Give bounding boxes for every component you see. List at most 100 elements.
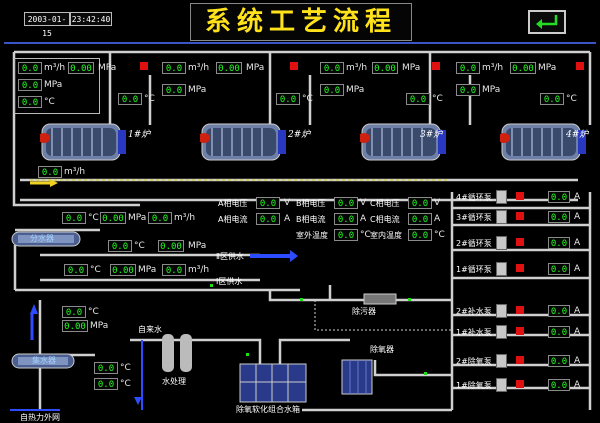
outdoor-temp: 0.0 bbox=[334, 229, 358, 241]
pump-2m-label: 2#补水泵 bbox=[456, 307, 492, 316]
boiler-1-label: 1#炉 bbox=[128, 130, 151, 140]
pump-2m-alarm[interactable] bbox=[516, 306, 524, 314]
pump-1c-alarm[interactable] bbox=[516, 264, 524, 272]
return-press: 0.00 bbox=[62, 320, 88, 332]
tank-icon bbox=[239, 363, 307, 403]
collector-label: 集水器 bbox=[32, 356, 56, 365]
pump-2c-current: 0.0 bbox=[548, 237, 570, 249]
pump-3c-current: 0.0 bbox=[548, 211, 570, 223]
dirt-remover-icon bbox=[363, 293, 397, 305]
boiler-1-flow: 0.0 bbox=[18, 62, 42, 74]
pump-2c-icon[interactable] bbox=[496, 236, 507, 250]
boiler-3-temp1-unit: MPa bbox=[346, 85, 365, 95]
return-temp-unit: °C bbox=[88, 307, 99, 317]
boiler-1-flow-unit: m³/h bbox=[44, 63, 66, 73]
boiler-4-temp2: 0.0 bbox=[540, 93, 564, 105]
main-press-unit: MPa bbox=[128, 213, 147, 223]
pump-1m-current: 0.0 bbox=[548, 326, 570, 338]
header-divider bbox=[4, 42, 596, 44]
outdoor-temp-unit: °C bbox=[360, 230, 371, 240]
pump-2d-icon[interactable] bbox=[496, 354, 507, 368]
a-phase-voltage: 0.0 bbox=[256, 197, 280, 209]
zone2-press-unit: MPa bbox=[188, 241, 207, 251]
a-phase-current: 0.0 bbox=[256, 213, 280, 225]
water-in-label: 自来水 bbox=[138, 325, 162, 334]
boiler-2-temp1-unit: MPa bbox=[188, 85, 207, 95]
pump-4c-icon[interactable] bbox=[496, 190, 507, 204]
boiler-3-temp2-unit: °C bbox=[432, 94, 443, 104]
deaerator-icon bbox=[341, 359, 373, 395]
boiler-1-press: 0.00 bbox=[68, 62, 94, 74]
boiler-2-alarm[interactable] bbox=[290, 62, 298, 70]
dirt-remover-label: 除污器 bbox=[352, 307, 376, 316]
pump-1m-unit: A bbox=[574, 327, 581, 337]
back-arrow-icon bbox=[536, 15, 558, 29]
boiler-2-temp2: 0.0 bbox=[276, 93, 300, 105]
pump-1d-alarm[interactable] bbox=[516, 380, 524, 388]
pump-3c-alarm[interactable] bbox=[516, 212, 524, 220]
return-press-unit: MPa bbox=[90, 321, 109, 331]
pump-4c-alarm[interactable] bbox=[516, 192, 524, 200]
main-flow-unit: m³/h bbox=[174, 213, 196, 223]
b-phase-current: 0.0 bbox=[334, 213, 358, 225]
pump-1c-label: 1#循环泵 bbox=[456, 265, 492, 274]
pump-1m-icon[interactable] bbox=[496, 325, 507, 339]
pump-2d-alarm[interactable] bbox=[516, 356, 524, 364]
self-power-label: 自热力外网 bbox=[20, 413, 60, 422]
pump-3c-unit: A bbox=[574, 212, 581, 222]
outdoor-temp-label: 室外温度 bbox=[296, 231, 328, 240]
pump-2m-icon[interactable] bbox=[496, 304, 507, 318]
deaerator-label: 除氧器 bbox=[370, 345, 394, 354]
pump-1m-alarm[interactable] bbox=[516, 327, 524, 335]
boiler-4-alarm[interactable] bbox=[576, 62, 584, 70]
boiler-1-flow-bottom-unit: m³/h bbox=[64, 167, 86, 177]
pump-4c-unit: A bbox=[574, 192, 581, 202]
boiler-1-alarm[interactable] bbox=[140, 62, 148, 70]
c-phase-voltage-label: C相电压 bbox=[370, 199, 400, 208]
boiler-2-temp2-unit: °C bbox=[302, 94, 313, 104]
pump-2c-label: 2#循环泵 bbox=[456, 239, 492, 248]
water-treatment-icon bbox=[162, 334, 192, 372]
zone1-press: 0.00 bbox=[110, 264, 136, 276]
zone2-temp-unit: °C bbox=[134, 241, 145, 251]
zone2-temp: 0.0 bbox=[108, 240, 132, 252]
valve-dot bbox=[210, 284, 213, 287]
pump-1d-unit: A bbox=[574, 380, 581, 390]
boiler-2-press-unit: MPa bbox=[246, 63, 265, 73]
makeup-temp-unit: °C bbox=[120, 363, 131, 373]
boiler-4-flow-unit: m³/h bbox=[482, 63, 504, 73]
tank-label: 除氧软化组合水箱 bbox=[236, 405, 300, 414]
pump-2d-label: 2#除氧泵 bbox=[456, 357, 492, 366]
a-phase-voltage-unit: V bbox=[284, 198, 291, 208]
boiler-3-temp1: 0.0 bbox=[320, 84, 344, 96]
boiler-2-press: 0.00 bbox=[216, 62, 242, 74]
boiler-4-flow: 0.0 bbox=[456, 62, 480, 74]
c-phase-current-label: C相电流 bbox=[370, 215, 400, 224]
back-button[interactable] bbox=[528, 10, 566, 34]
boiler-1-temp2: 0.0 bbox=[18, 96, 42, 108]
return-temp: 0.0 bbox=[62, 306, 86, 318]
pump-2c-alarm[interactable] bbox=[516, 238, 524, 246]
boiler-2-temp1: 0.0 bbox=[162, 84, 186, 96]
pump-3c-icon[interactable] bbox=[496, 210, 507, 224]
valve-dot bbox=[246, 353, 249, 356]
boiler-3-flow: 0.0 bbox=[320, 62, 344, 74]
b-phase-current-unit: A bbox=[360, 214, 367, 224]
boiler-1-temp1: 0.0 bbox=[18, 79, 42, 91]
pump-1c-icon[interactable] bbox=[496, 262, 507, 276]
indoor-temp-label: 室内温度 bbox=[370, 231, 402, 240]
separator-label: 分水器 bbox=[30, 234, 54, 243]
boiler-4-temp2-unit: °C bbox=[566, 94, 577, 104]
boiler-1-flow-bottom: 0.0 bbox=[38, 166, 62, 178]
boiler-3-temp2: 0.0 bbox=[406, 93, 430, 105]
makeup-temp2: 0.0 bbox=[94, 378, 118, 390]
date-display: 2003-01-15 bbox=[24, 12, 70, 38]
time-display: 23:42:40 bbox=[70, 12, 112, 26]
pump-1d-icon[interactable] bbox=[496, 378, 507, 392]
boiler-3-press-unit: MPa bbox=[402, 63, 421, 73]
pump-4c-current: 0.0 bbox=[548, 191, 570, 203]
main-press: 0.00 bbox=[100, 212, 126, 224]
boiler-3-alarm[interactable] bbox=[432, 62, 440, 70]
zone1-label: Ⅰ区供水 bbox=[216, 277, 243, 286]
indoor-temp-unit: °C bbox=[434, 230, 445, 240]
